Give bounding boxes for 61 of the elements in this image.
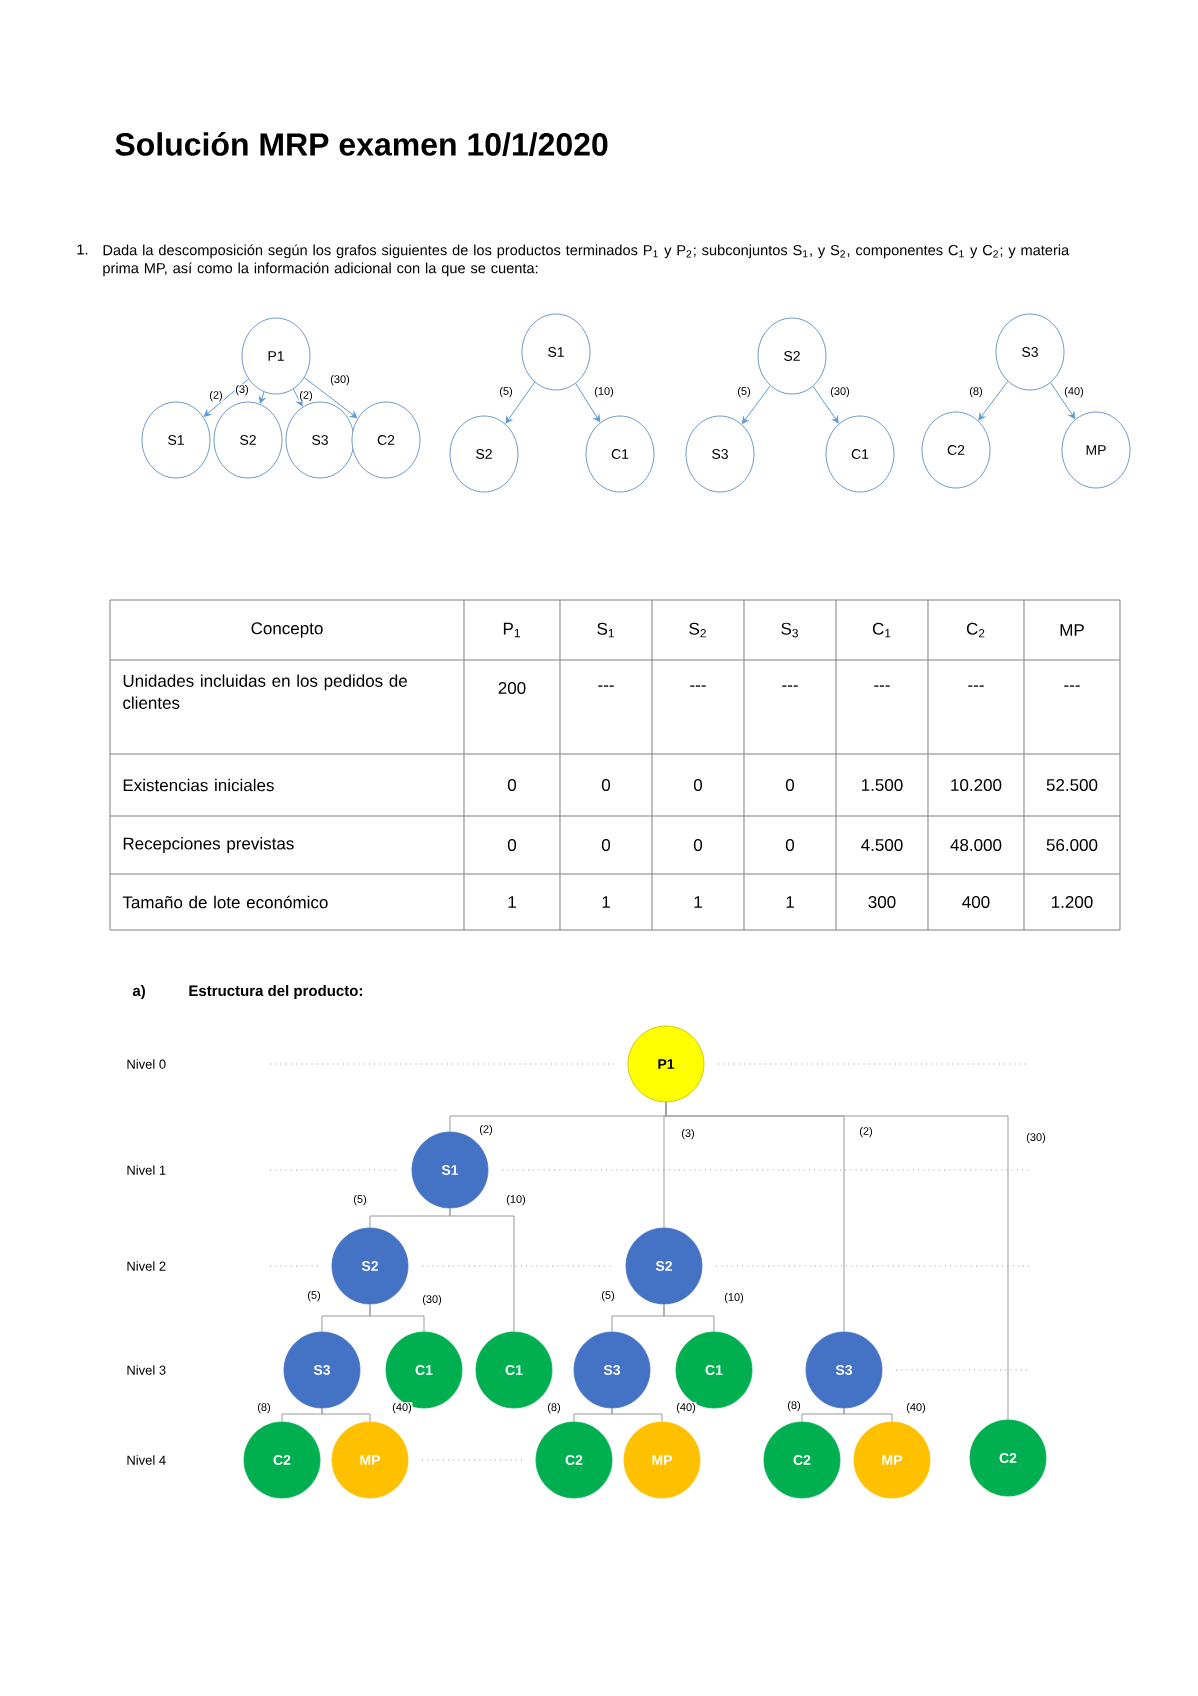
table-text: 0 — [601, 779, 611, 791]
table-text: 1 — [786, 896, 794, 908]
connector-line — [449, 1207, 515, 1333]
arrow — [292, 388, 303, 407]
connector-line — [321, 1407, 371, 1423]
table-text: 56.000 — [1046, 839, 1098, 851]
table-text: --- — [1064, 685, 1080, 687]
connector-line — [369, 1303, 425, 1333]
connector-line — [611, 1407, 663, 1423]
arrow — [978, 380, 1009, 421]
table-text: 0 — [693, 839, 703, 851]
connector-line — [801, 1407, 845, 1423]
table-text: 0 — [507, 839, 517, 851]
table-text: P$_{1}$ — [503, 622, 520, 638]
title: Solución MRP examen 10/1/2020 — [115, 131, 608, 157]
table-text: 0 — [601, 839, 611, 851]
table-text: Recepciones previstas — [123, 837, 294, 853]
table-text: MP — [1060, 624, 1084, 636]
table-text: 1 — [508, 896, 516, 908]
table-text: C$_{2}$ — [966, 622, 985, 638]
arrow — [505, 381, 536, 424]
table-text: 1.500 — [862, 779, 903, 791]
table-text: --- — [598, 685, 614, 687]
arrow — [303, 377, 358, 419]
table-text: 400 — [962, 896, 990, 908]
table-text: Tamaño de lote económico — [122, 895, 328, 909]
arrow — [258, 391, 266, 404]
arrow — [203, 378, 249, 417]
table-text: C$_{1}$ — [872, 622, 891, 638]
arrow — [1050, 382, 1076, 419]
table-text: --- — [782, 685, 798, 687]
table-text: S$_{2}$ — [689, 622, 706, 638]
table-text: S$_{1}$ — [597, 622, 614, 638]
connector-line — [573, 1407, 613, 1423]
table-text: 0 — [785, 779, 795, 791]
connector-line — [843, 1407, 893, 1423]
table-text: 0 — [507, 779, 517, 791]
table-text: --- — [874, 685, 890, 687]
arrow — [741, 385, 771, 424]
table-text: 48.000 — [950, 839, 1002, 851]
connector-line — [281, 1407, 323, 1423]
arrow — [812, 385, 839, 424]
table-text: 4.500 — [861, 839, 903, 851]
connector-line — [665, 1101, 1009, 1421]
table-text: Concepto — [251, 622, 323, 638]
connector-line — [663, 1303, 715, 1333]
table-text: 1 — [694, 896, 702, 908]
arrow — [575, 382, 601, 423]
table-text: Existencias iniciales — [123, 778, 274, 792]
table-text: 300 — [868, 896, 896, 908]
table-text: 1.200 — [1052, 896, 1093, 908]
table-text: --- — [968, 685, 984, 687]
table-text: 10.200 — [951, 779, 1002, 791]
table-text: 200 — [498, 682, 526, 694]
table-text: 0 — [693, 779, 703, 791]
table-text: --- — [690, 685, 706, 687]
table-text: Unidades incluidas en los pedidos de clientes — [123, 674, 407, 709]
table-text: 0 — [785, 839, 795, 851]
table-text: 52.500 — [1046, 779, 1098, 791]
table-text: 1 — [602, 896, 610, 908]
table-text: S$_{3}$ — [781, 622, 798, 638]
